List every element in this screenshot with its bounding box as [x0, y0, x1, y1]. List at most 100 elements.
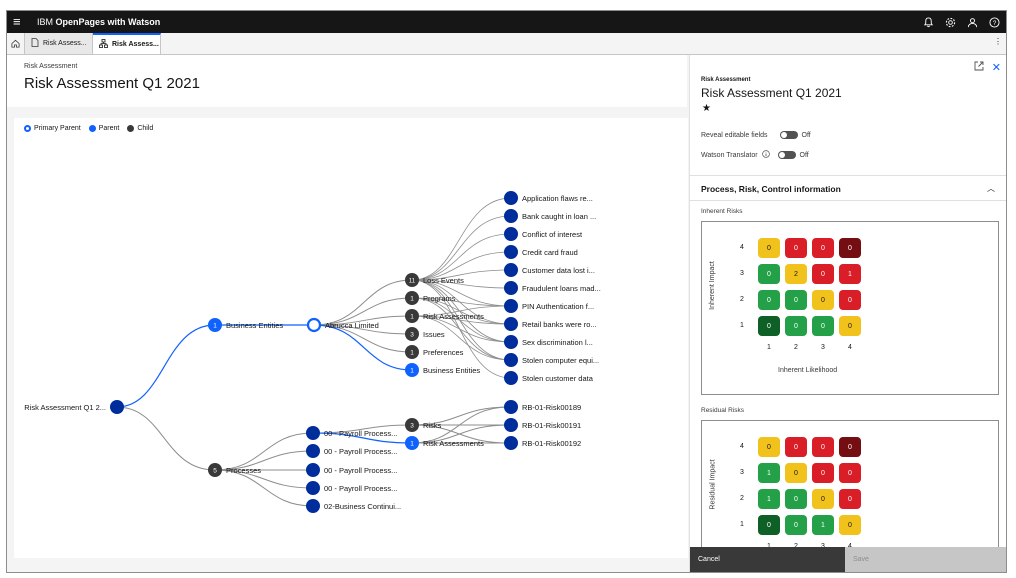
- matrix-cell[interactable]: 0: [812, 463, 834, 483]
- launch-icon[interactable]: [974, 61, 984, 74]
- leaf-node[interactable]: [504, 191, 518, 205]
- matrix-cell[interactable]: 0: [785, 316, 807, 336]
- matrix-cell[interactable]: 0: [785, 437, 807, 457]
- leaf-node[interactable]: [504, 335, 518, 349]
- matrix-cell[interactable]: 1: [812, 515, 834, 535]
- node-risk-assessments[interactable]: [405, 309, 419, 323]
- section-title[interactable]: Process, Risk, Control information: [701, 184, 841, 194]
- node-processes[interactable]: [208, 463, 222, 477]
- save-button[interactable]: Save: [845, 547, 1006, 572]
- leaf-node[interactable]: [504, 281, 518, 295]
- leaf-node[interactable]: [504, 317, 518, 331]
- matrix-cell[interactable]: 1: [839, 264, 861, 284]
- node-root[interactable]: [110, 400, 124, 414]
- relationship-graph[interactable]: Primary Parent Parent Child: [14, 118, 688, 558]
- leaf-node[interactable]: [504, 299, 518, 313]
- leaf-node[interactable]: [504, 209, 518, 223]
- risk-label: RB-01-Risk00192: [522, 439, 581, 448]
- reveal-editable-toggle[interactable]: [779, 131, 798, 139]
- page-header: Risk Assessment Risk Assessment Q1 2021: [7, 55, 687, 107]
- hamburger-menu-icon[interactable]: ≡: [13, 14, 21, 29]
- node-risks[interactable]: [405, 418, 419, 432]
- matrix-cell[interactable]: 0: [812, 437, 834, 457]
- app-brand[interactable]: IBM OpenPages with Watson: [37, 17, 161, 27]
- matrix-cell[interactable]: 0: [785, 515, 807, 535]
- matrix-cell[interactable]: 0: [812, 316, 834, 336]
- overflow-menu-icon[interactable]: ⋮: [994, 37, 1002, 46]
- node-process-risk-assessments[interactable]: [405, 436, 419, 450]
- panel-title: Risk Assessment Q1 2021: [701, 86, 842, 100]
- node-business-entities-child[interactable]: [405, 363, 419, 377]
- matrix-cell[interactable]: 0: [839, 437, 861, 457]
- risk-node[interactable]: [504, 400, 518, 414]
- matrix-cell[interactable]: 0: [758, 316, 780, 336]
- home-icon[interactable]: [7, 33, 25, 54]
- process-node[interactable]: [306, 463, 320, 477]
- leaf-node[interactable]: [504, 263, 518, 277]
- matrix-cell[interactable]: 1: [758, 489, 780, 509]
- matrix-row-label: 3: [740, 469, 744, 476]
- info-icon[interactable]: [761, 150, 770, 160]
- tab-risk-assessment-1[interactable]: Risk Assess...: [25, 33, 93, 54]
- node-programs[interactable]: [405, 291, 419, 305]
- risk-node[interactable]: [504, 436, 518, 450]
- tab-risk-assessment-2[interactable]: Risk Assess...: [93, 33, 161, 54]
- node-issues[interactable]: [405, 327, 419, 341]
- leaf-node[interactable]: [504, 353, 518, 367]
- matrix-cell[interactable]: 0: [785, 463, 807, 483]
- matrix-cell[interactable]: 1: [758, 463, 780, 483]
- node-business-entities[interactable]: [208, 318, 222, 332]
- matrix-cell[interactable]: 0: [785, 238, 807, 258]
- settings-gear-icon[interactable]: [942, 14, 958, 30]
- favorite-star-icon[interactable]: ★: [702, 103, 711, 114]
- matrix-cell[interactable]: 0: [839, 515, 861, 535]
- matrix-cell[interactable]: 0: [839, 290, 861, 310]
- node-count: 3: [410, 332, 414, 339]
- matrix-cell[interactable]: 0: [758, 437, 780, 457]
- leaf-node[interactable]: [504, 245, 518, 259]
- matrix-cell[interactable]: 0: [758, 264, 780, 284]
- legend-parent: Parent: [88, 125, 119, 132]
- matrix-cell[interactable]: 0: [839, 238, 861, 258]
- process-node[interactable]: [306, 499, 320, 513]
- chevron-up-icon[interactable]: ︿: [987, 184, 995, 193]
- node-abrucca-limited[interactable]: [306, 317, 322, 333]
- process-node[interactable]: [306, 444, 320, 458]
- process-node[interactable]: [306, 426, 320, 440]
- leaf-node[interactable]: [504, 371, 518, 385]
- node-loss-events[interactable]: [405, 273, 419, 287]
- leaf-node[interactable]: [504, 227, 518, 241]
- cancel-button[interactable]: Cancel: [690, 547, 845, 572]
- matrix-cell[interactable]: 0: [785, 290, 807, 310]
- node-count: 1: [410, 350, 414, 357]
- matrix-cell[interactable]: 0: [758, 515, 780, 535]
- process-node[interactable]: [306, 481, 320, 495]
- node-count: 1: [410, 314, 414, 321]
- matrix-cell[interactable]: 0: [812, 489, 834, 509]
- matrix-cell[interactable]: 0: [839, 463, 861, 483]
- watson-translator-toggle[interactable]: [777, 151, 796, 159]
- leaf-label: Application flaws re...: [522, 194, 593, 203]
- matrix-cell[interactable]: 0: [812, 264, 834, 284]
- matrix-cell[interactable]: 0: [812, 238, 834, 258]
- matrix-cell[interactable]: 0: [812, 290, 834, 310]
- user-icon[interactable]: [964, 14, 980, 30]
- risk-node[interactable]: [504, 418, 518, 432]
- bell-icon[interactable]: [920, 14, 936, 30]
- top-bar: ≡ IBM OpenPages with Watson ?: [7, 11, 1006, 33]
- leaf-label: Stolen customer data: [522, 374, 594, 383]
- matrix-cell[interactable]: 2: [785, 264, 807, 284]
- help-icon[interactable]: ?: [986, 14, 1002, 30]
- matrix-col-label: 2: [794, 344, 798, 351]
- matrix-cell[interactable]: 0: [839, 489, 861, 509]
- process-label: 00 - Payroll Process...: [324, 429, 397, 438]
- matrix-cell[interactable]: 0: [758, 238, 780, 258]
- matrix-cell[interactable]: 0: [839, 316, 861, 336]
- node-label: Business Entities: [423, 366, 480, 375]
- close-icon[interactable]: ✕: [991, 62, 1001, 74]
- node-preferences[interactable]: [405, 345, 419, 359]
- breadcrumb[interactable]: Risk Assessment: [24, 63, 78, 70]
- matrix-cell[interactable]: 0: [758, 290, 780, 310]
- matrix-row-label: 2: [740, 495, 744, 502]
- matrix-cell[interactable]: 0: [785, 489, 807, 509]
